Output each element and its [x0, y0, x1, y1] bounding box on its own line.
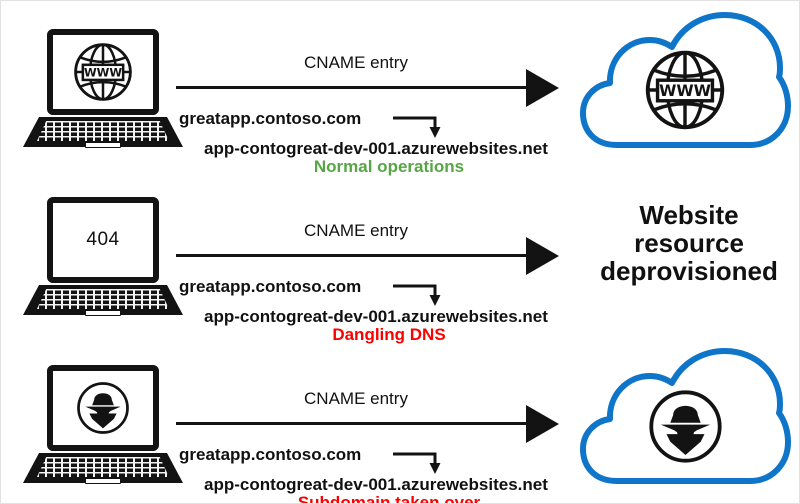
cloud-outline-icon — [580, 348, 791, 484]
deprovisioned-line-3: deprovisioned — [600, 256, 778, 287]
arrow-shaft — [176, 86, 528, 89]
dns-mapping: greatapp.contoso.com app-contogreat-dev-… — [179, 445, 599, 503]
laptop-keyboard — [37, 289, 169, 309]
dns-target-name: app-contogreat-dev-001.azurewebsites.net — [204, 307, 548, 326]
laptop-lid — [47, 365, 159, 451]
svg-text:WWW: WWW — [84, 65, 122, 79]
status-label-normal-operations: Normal operations — [313, 157, 465, 176]
dns-target-name: app-contogreat-dev-001.azurewebsites.net — [204, 475, 548, 494]
maps-to-arrow-icon — [393, 452, 441, 474]
client-laptop: WWW — [23, 29, 183, 151]
dns-mapping: greatapp.contoso.com app-contogreat-dev-… — [179, 109, 599, 169]
client-laptop: 404 — [23, 197, 183, 319]
laptop-screen: 404 — [53, 203, 153, 277]
status-label-subdomain-taken-over: Subdomain taken over — [297, 493, 481, 504]
laptop-screen — [53, 371, 153, 445]
dns-source-name: greatapp.contoso.com — [179, 277, 362, 296]
svg-text:WWW: WWW — [659, 81, 711, 100]
laptop-trackpad — [85, 478, 121, 484]
dns-mapping: greatapp.contoso.com app-contogreat-dev-… — [179, 277, 599, 337]
maps-to-arrow-icon — [393, 116, 441, 138]
laptop-keyboard — [37, 121, 169, 141]
arrow-head-icon — [526, 69, 559, 107]
deprovisioned-message: Website resource deprovisioned — [589, 201, 789, 285]
arrow-shaft — [176, 254, 528, 257]
dns-target-name: app-contogreat-dev-001.azurewebsites.net — [204, 139, 548, 158]
diagram-row-dangling-dns: 404 CNAME entry greatapp.contoso.com app… — [1, 169, 799, 344]
cname-entry-label: CNAME entry — [304, 53, 408, 72]
laptop-keyboard — [37, 457, 169, 477]
arrow-shaft — [176, 422, 528, 425]
cname-entry-label: CNAME entry — [304, 221, 408, 240]
www-globe-icon: WWW — [74, 43, 132, 101]
dns-source-name: greatapp.contoso.com — [179, 109, 362, 128]
deprovisioned-line-2: resource — [634, 228, 744, 259]
diagram-row-normal-operations: WWW CNAME entry greatapp.contoso.com app… — [1, 1, 799, 176]
laptop-screen: WWW — [53, 35, 153, 109]
maps-to-arrow-icon — [393, 284, 441, 306]
laptop-lid: 404 — [47, 197, 159, 283]
arrow-head-icon — [526, 237, 559, 275]
arrow-head-icon — [526, 405, 559, 443]
cloud-outline-icon: WWW — [580, 12, 791, 148]
deprovisioned-line-1: Website — [639, 200, 739, 230]
azure-cloud: WWW — [579, 11, 791, 161]
azure-cloud — [579, 347, 791, 497]
laptop-trackpad — [85, 142, 121, 148]
http-404-text: 404 — [86, 229, 120, 250]
cname-entry-label: CNAME entry — [304, 389, 408, 408]
client-laptop — [23, 365, 183, 487]
laptop-trackpad — [85, 310, 121, 316]
laptop-lid: WWW — [47, 29, 159, 115]
diagram-row-subdomain-taken-over: CNAME entry greatapp.contoso.com app-con… — [1, 337, 799, 504]
cname-arrow-group: CNAME entry — [176, 389, 576, 443]
hacker-spy-icon — [77, 382, 129, 434]
status-label-dangling-dns: Dangling DNS — [332, 325, 446, 344]
cname-arrow-group: CNAME entry — [176, 221, 576, 275]
cname-arrow-group: CNAME entry — [176, 53, 576, 107]
dns-source-name: greatapp.contoso.com — [179, 445, 362, 464]
